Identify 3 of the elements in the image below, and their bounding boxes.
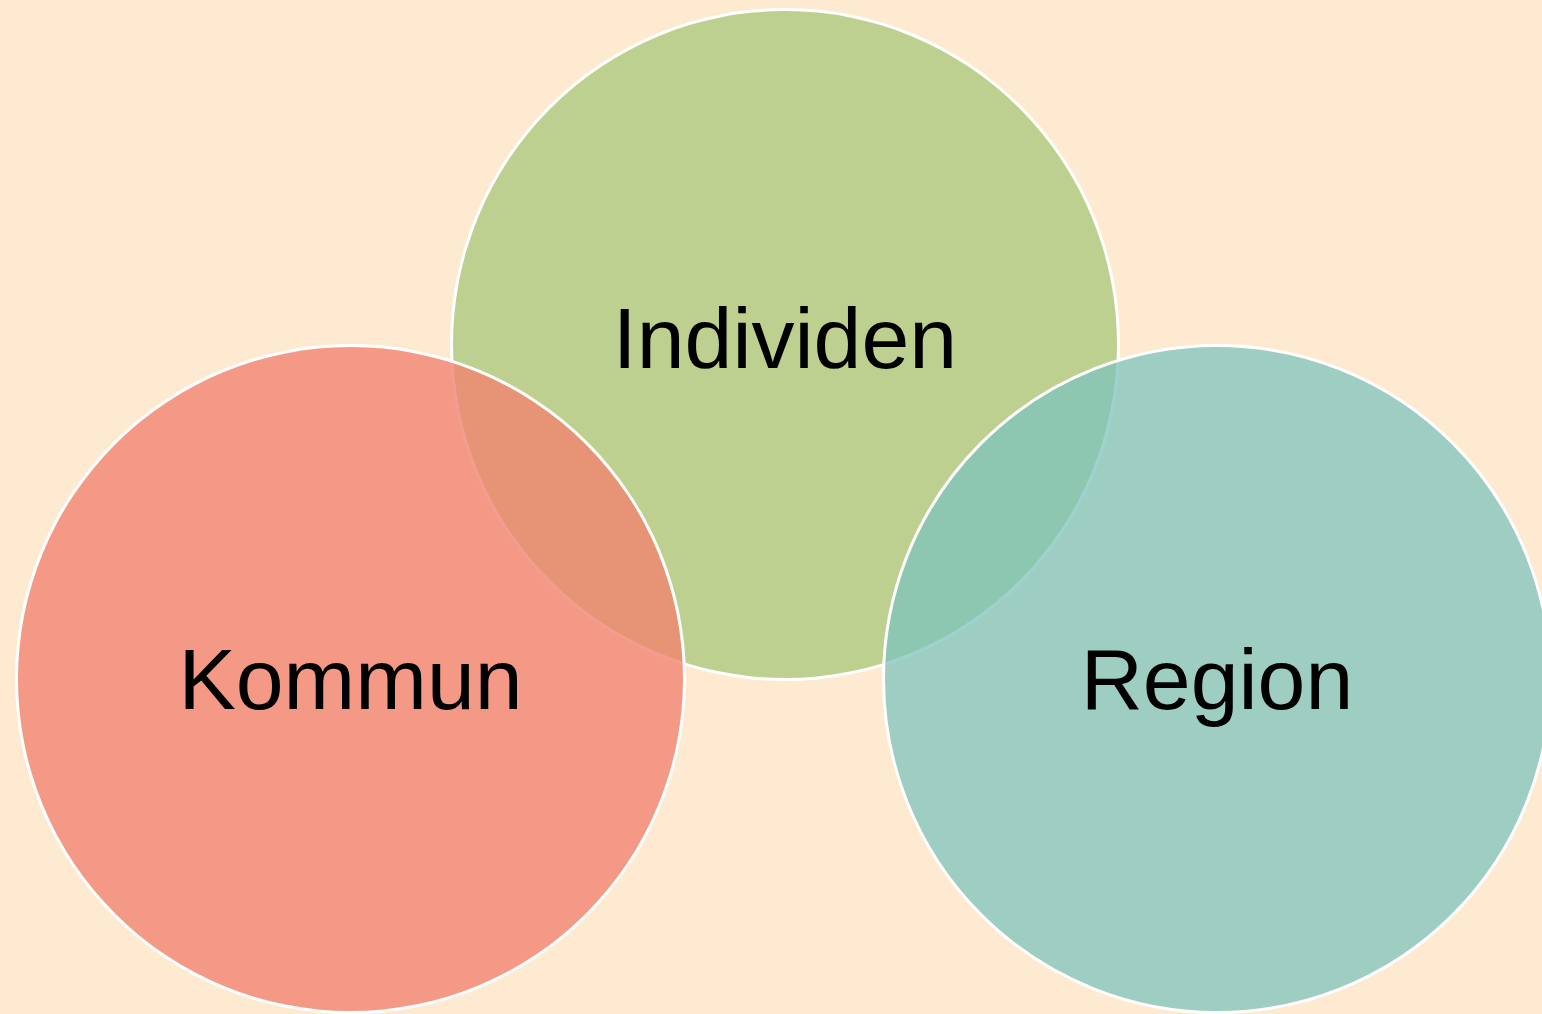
circle-label: Kommun <box>178 629 523 729</box>
circle-label: Region <box>1080 629 1354 729</box>
circle-label: Individen <box>612 289 958 388</box>
